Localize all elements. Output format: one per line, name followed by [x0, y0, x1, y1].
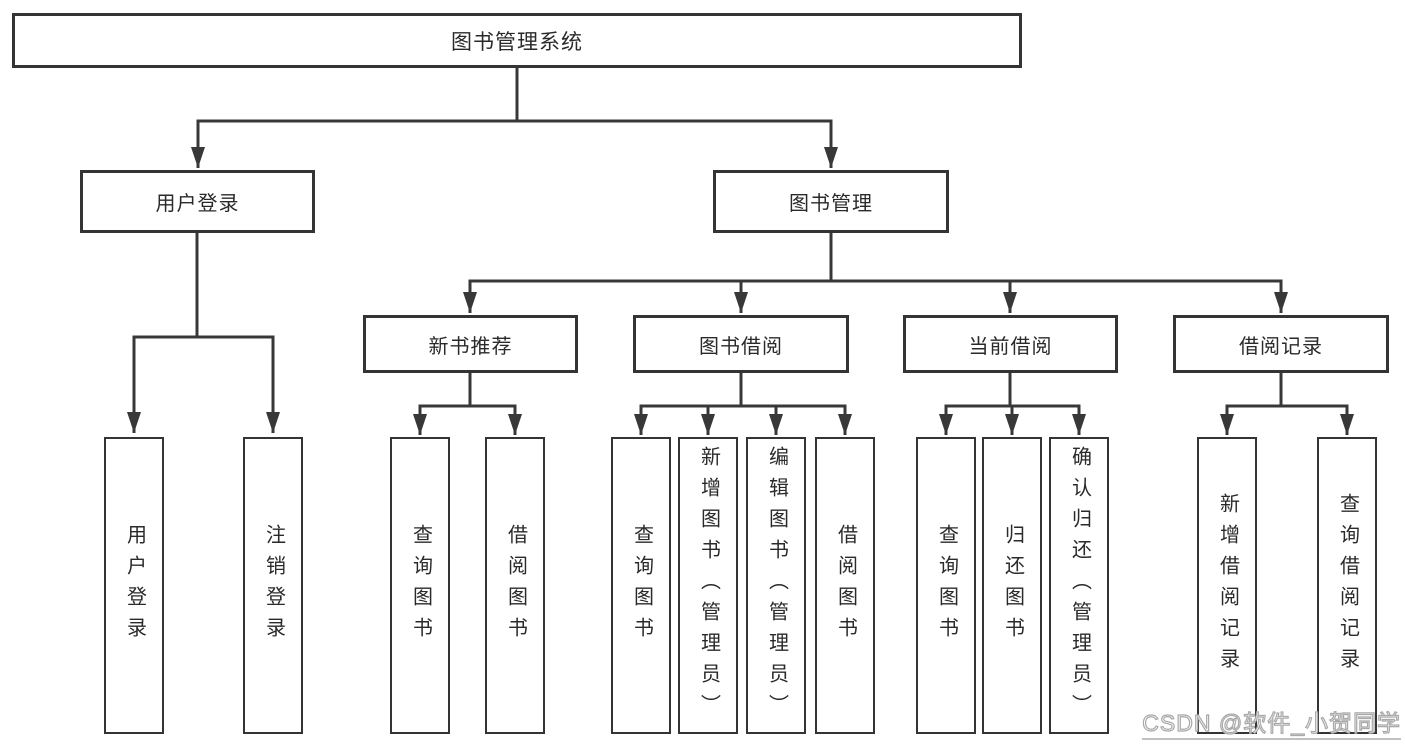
node-login-leaf-label: 用户登录 [123, 523, 146, 648]
node-current-query-books: 查询图书 [916, 437, 976, 734]
node-current-return-books: 归还图书 [982, 437, 1042, 734]
node-current-borrow: 当前借阅 [903, 315, 1118, 373]
node-borrow-borrow-books-label: 借阅图书 [834, 523, 857, 648]
node-logout-leaf-label: 注销登录 [262, 523, 285, 648]
node-login-leaf: 用户登录 [104, 437, 164, 734]
node-book-borrow: 图书借阅 [633, 315, 849, 373]
node-root: 图书管理系统 [12, 13, 1022, 68]
node-borrow-records: 借阅记录 [1173, 315, 1389, 373]
node-logout-leaf: 注销登录 [243, 437, 303, 734]
node-recommend-borrow-books: 借阅图书 [485, 437, 545, 734]
node-borrow-add-books-admin-label: 新增图书（管理员） [697, 446, 720, 725]
node-current-query-books-label: 查询图书 [935, 523, 958, 648]
node-current-return-books-label: 归还图书 [1001, 523, 1024, 648]
node-recommend-query-books-label: 查询图书 [409, 523, 432, 648]
node-new-book-recommend-label: 新书推荐 [428, 335, 513, 358]
node-book-management: 图书管理 [713, 170, 949, 233]
node-user-login-label: 用户登录 [155, 193, 240, 215]
node-records-query-record-label: 查询借阅记录 [1336, 492, 1359, 679]
node-records-add-record: 新增借阅记录 [1197, 437, 1257, 734]
node-borrow-borrow-books: 借阅图书 [815, 437, 875, 734]
node-new-book-recommend: 新书推荐 [363, 315, 578, 373]
node-recommend-query-books: 查询图书 [390, 437, 450, 734]
node-borrow-edit-books-admin-label: 编辑图书（管理员） [765, 446, 788, 725]
node-current-confirm-return-admin: 确认归还（管理员） [1049, 437, 1109, 734]
node-book-borrow-label: 图书借阅 [699, 335, 783, 358]
node-recommend-borrow-books-label: 借阅图书 [504, 523, 527, 648]
node-current-confirm-return-admin-label: 确认归还（管理员） [1068, 446, 1091, 725]
node-borrow-query-books-label: 查询图书 [630, 523, 653, 648]
node-borrow-edit-books-admin: 编辑图书（管理员） [746, 437, 806, 734]
node-borrow-add-books-admin: 新增图书（管理员） [678, 437, 738, 734]
node-current-borrow-label: 当前借阅 [968, 335, 1053, 358]
node-book-management-label: 图书管理 [789, 193, 873, 215]
csdn-watermark: CSDN @软件_小贺同学 [1142, 709, 1401, 740]
node-borrow-query-books: 查询图书 [611, 437, 671, 734]
node-borrow-records-label: 借阅记录 [1239, 335, 1323, 358]
node-records-query-record: 查询借阅记录 [1317, 437, 1377, 734]
node-user-login: 用户登录 [80, 170, 315, 233]
node-root-label: 图书管理系统 [451, 30, 583, 54]
node-records-add-record-label: 新增借阅记录 [1216, 492, 1239, 679]
